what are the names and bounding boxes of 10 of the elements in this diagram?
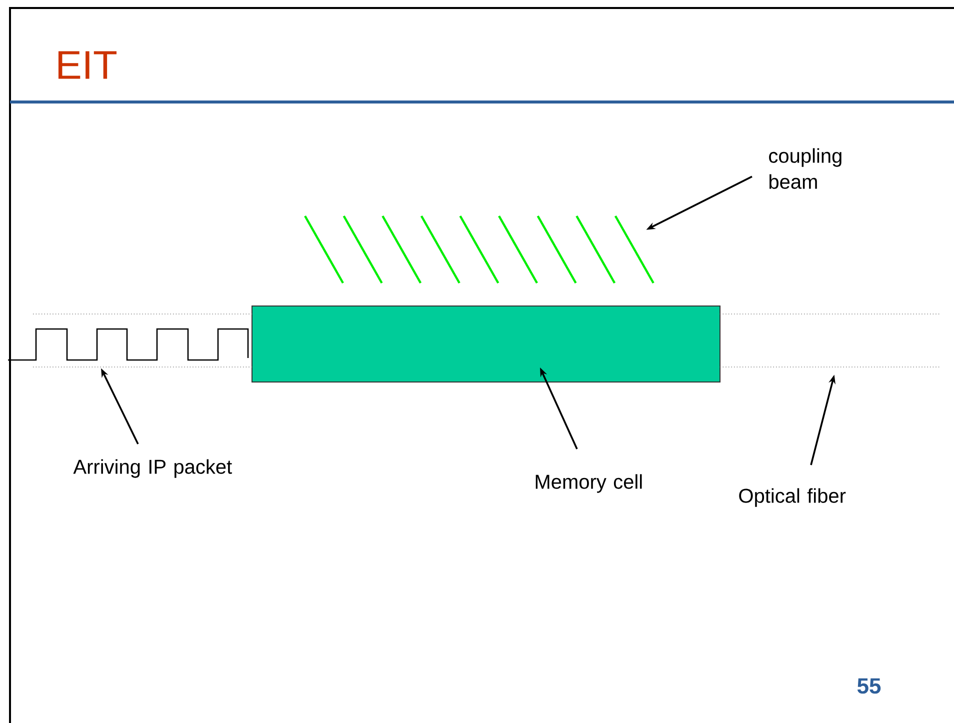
label-text: Optical fiber bbox=[739, 488, 846, 507]
optical-fiber-drawing bbox=[32, 314, 940, 368]
packet-waveform-drawing bbox=[8, 328, 249, 361]
memory-cell-box bbox=[252, 306, 720, 382]
slide-title: EIT bbox=[58, 51, 117, 79]
label-text: coupling beam bbox=[769, 148, 842, 189]
coupling-beam-drawing bbox=[304, 215, 654, 284]
label-text: Arriving IP packet bbox=[73, 459, 232, 478]
page-number: 55 bbox=[857, 678, 881, 694]
label-text: Memory cell bbox=[536, 474, 642, 493]
